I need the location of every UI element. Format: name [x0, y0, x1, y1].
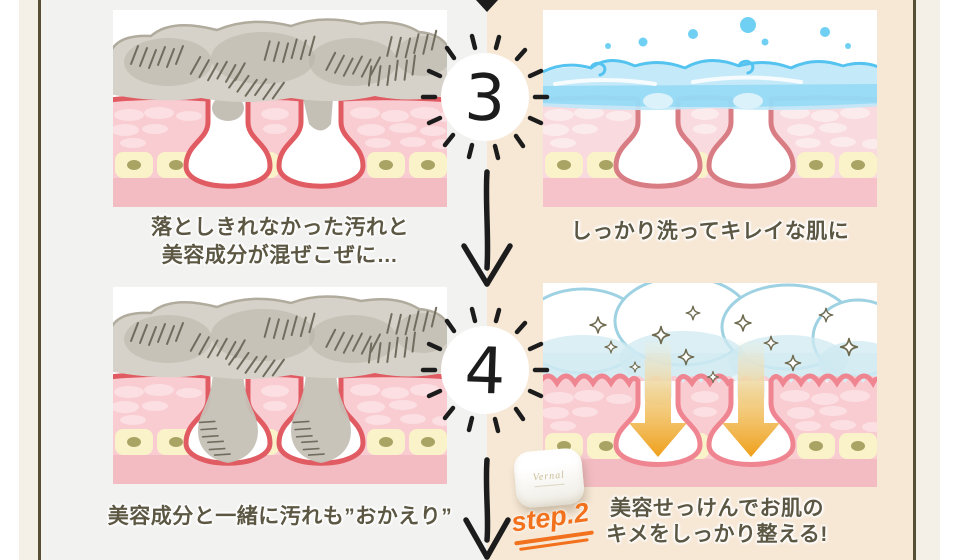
- foam-clouds: [543, 283, 877, 387]
- arrow-tip-top: [476, 0, 498, 12]
- water-wave: [543, 17, 877, 111]
- down-arrow-icon: [629, 341, 687, 457]
- down-arrow-icon: [463, 457, 511, 560]
- skin-cross-section: [543, 95, 877, 207]
- soap-engraving-line: [534, 483, 565, 487]
- badge-circle: [441, 326, 529, 414]
- caption-line: 美容成分と一緒に汚れも”おかえり”: [107, 505, 453, 528]
- frame-border-right: [913, 0, 916, 560]
- number-burst-badge-4: 4: [420, 306, 550, 434]
- sunburst-rays: [420, 33, 550, 161]
- caption-line: 落としきれなかった汚れと: [151, 216, 409, 239]
- skin-cell-blobs: [543, 390, 877, 432]
- water-droplets: [605, 17, 851, 49]
- caption-step4-left: 美容成分と一緒に汚れも”おかえり”: [83, 503, 477, 531]
- dirt-cloud: [113, 295, 447, 382]
- illustration-skin-washed-clean: [543, 10, 877, 207]
- skin-cross-section: [543, 373, 877, 487]
- frame-strip-left: [19, 0, 38, 560]
- caption-line: キメをしっかり整える!: [606, 523, 828, 546]
- illustration-skin-dirt-reentering: [113, 287, 447, 484]
- down-arrow-icon: [722, 341, 780, 457]
- badge-circle: [441, 53, 529, 141]
- caption-step3-right: しっかり洗ってキレイな肌に: [543, 218, 877, 246]
- absorb-arrows: [629, 341, 780, 457]
- pore-left: [183, 98, 273, 189]
- skin-cell-blobs: [543, 107, 877, 149]
- number-burst-badge-3: 3: [420, 33, 550, 161]
- flow-arrows: [461, 0, 513, 560]
- skin-cell-blobs: [113, 384, 447, 426]
- caption-step3-left: 落としきれなかった汚れと 美容成分が混ぜこぜに…: [103, 214, 457, 270]
- caption-line: 美容せっけんでお肌の: [610, 497, 824, 520]
- illustration-skin-dirty-residue: [113, 10, 447, 207]
- pore-right: [706, 98, 796, 189]
- dirt-in-pores: [195, 371, 351, 463]
- skin-cell-blobs: [113, 107, 447, 149]
- down-arrow-icon: [461, 169, 513, 287]
- caption-line: しっかり洗ってキレイな肌に: [570, 220, 850, 243]
- pore-left: [613, 98, 703, 189]
- step-number: 3: [463, 61, 506, 136]
- frame-border-left: [38, 0, 41, 560]
- skin-cross-section: [113, 94, 447, 207]
- pore-right: [276, 98, 366, 189]
- frame-strip-right: [916, 0, 940, 560]
- step-number: 4: [463, 334, 506, 409]
- illustration-skin-soap-foam: [543, 283, 877, 487]
- dirt-cloud: [113, 18, 447, 131]
- skin-cross-section: [113, 371, 447, 484]
- caption-step4-right: 美容せっけんでお肌の キメをしっかり整える!: [567, 496, 867, 548]
- soap-brand-text: Vernal: [532, 469, 566, 483]
- sunburst-rays: [420, 306, 550, 434]
- caption-line: 美容成分が混ぜこぜに…: [161, 244, 399, 267]
